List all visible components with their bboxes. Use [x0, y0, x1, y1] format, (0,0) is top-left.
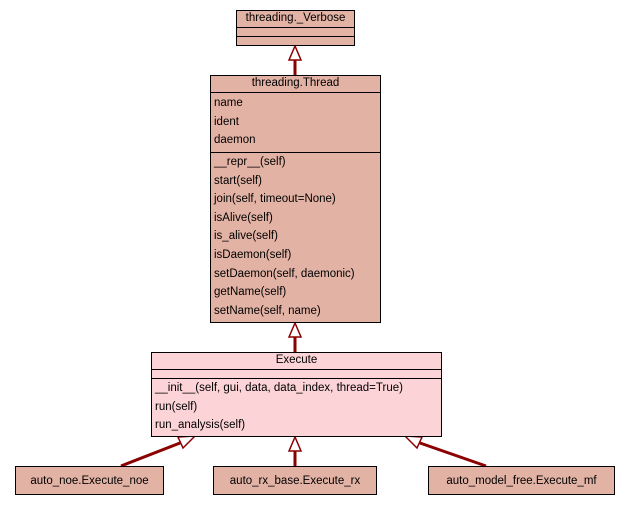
method: run(self) — [155, 400, 198, 413]
class-execute[interactable]: Execute __init__(self, gui, data, data_i… — [151, 352, 442, 437]
inheritance-arrowhead-icon — [176, 435, 197, 450]
class-name: threading.Thread — [211, 76, 380, 93]
class-name: threading._Verbose — [237, 11, 354, 28]
methods-compartment: __init__(self, gui, data, data_index, th… — [152, 379, 441, 435]
inheritance-arrowhead-icon — [287, 321, 303, 338]
method: start(self) — [214, 174, 262, 187]
class-auto-model-free-execute-mf[interactable]: auto_model_free.Execute_mf — [428, 466, 615, 495]
class-threading-verbose[interactable]: threading._Verbose — [236, 10, 355, 46]
method: getName(self) — [214, 286, 287, 299]
method: setName(self, name) — [214, 304, 321, 317]
method: __init__(self, gui, data, data_index, th… — [155, 382, 403, 394]
attribute: ident — [214, 115, 239, 128]
attributes-compartment: name ident daemon — [211, 93, 380, 153]
method: isDaemon(self) — [214, 248, 292, 261]
methods-compartment — [237, 37, 354, 46]
edge-noe-to-execute — [120, 441, 181, 468]
method: __repr__(self) — [214, 156, 286, 168]
method: setDaemon(self, daemonic) — [214, 267, 355, 280]
class-auto-rx-base-execute-rx[interactable]: auto_rx_base.Execute_rx — [213, 466, 377, 495]
class-name: auto_model_free.Execute_mf — [446, 475, 597, 487]
attribute: name — [214, 97, 243, 109]
attribute: daemon — [214, 134, 256, 147]
attributes-compartment — [237, 28, 354, 37]
class-name: auto_noe.Execute_noe — [30, 475, 149, 487]
methods-compartment: __repr__(self) start(self) join(self, ti… — [211, 153, 380, 320]
method: run_analysis(self) — [155, 419, 246, 432]
class-name: auto_rx_base.Execute_rx — [229, 475, 361, 487]
method: join(self, timeout=None) — [214, 193, 336, 206]
inheritance-arrowhead-icon — [287, 435, 303, 452]
inheritance-arrowhead-icon — [403, 435, 424, 450]
edge-mf-to-execute — [419, 441, 487, 468]
inheritance-arrowhead-icon — [287, 44, 303, 61]
class-threading-thread[interactable]: threading.Thread name ident daemon __rep… — [210, 75, 381, 323]
method: is_alive(self) — [214, 230, 278, 243]
method: isAlive(self) — [214, 211, 273, 224]
class-name: Execute — [152, 353, 441, 370]
class-auto-noe-execute-noe[interactable]: auto_noe.Execute_noe — [15, 466, 164, 495]
attributes-compartment — [152, 370, 441, 379]
